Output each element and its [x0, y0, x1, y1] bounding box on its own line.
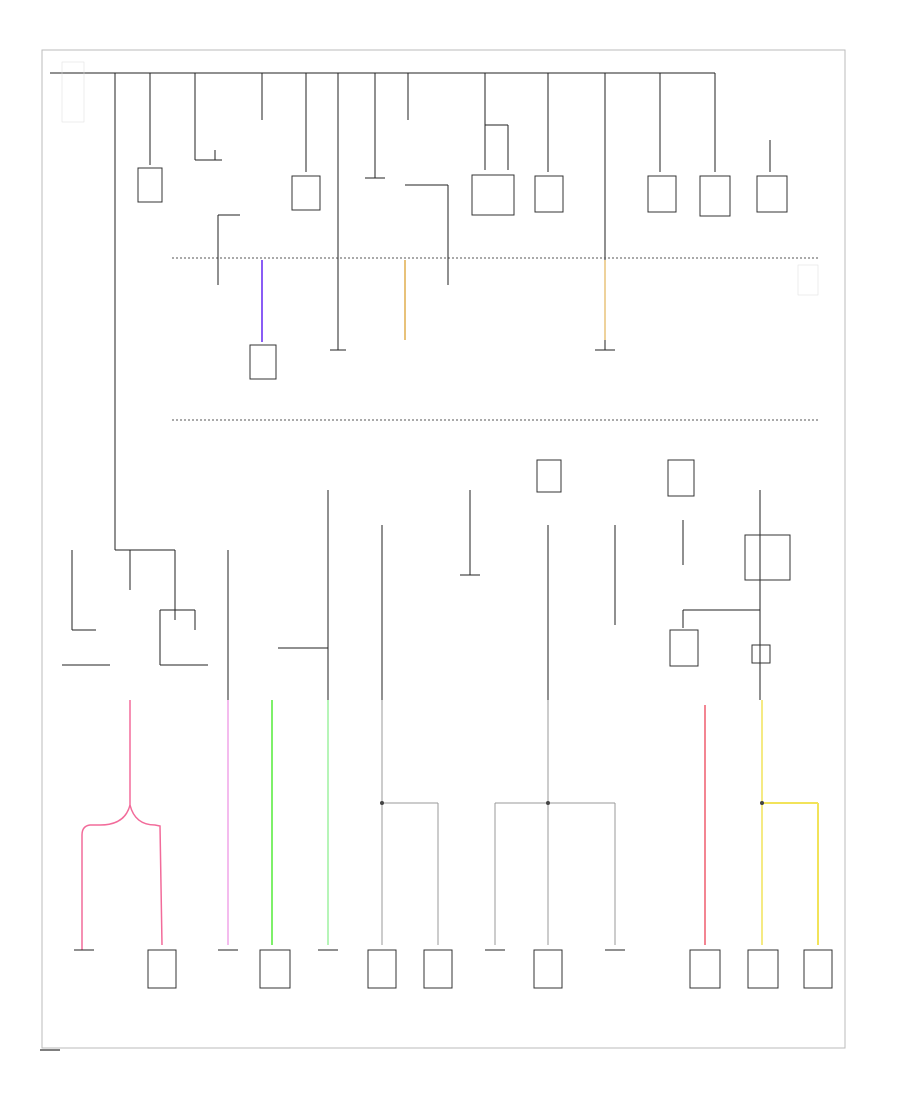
fuse-4 — [291, 73, 321, 211]
upper-section-wires — [217, 184, 615, 380]
fuse-6 — [365, 73, 385, 179]
fuse-11 — [647, 73, 677, 213]
fuse-9 — [534, 73, 564, 213]
fuse-12 — [699, 73, 731, 217]
diagram-border — [41, 49, 846, 1049]
fuse-2 — [194, 73, 222, 161]
fuse-13 — [756, 140, 788, 213]
lower-fuses — [62, 459, 791, 700]
fuse-1 — [137, 73, 163, 203]
lower-colored-wires — [81, 700, 819, 950]
upper-fuses — [137, 73, 788, 350]
illegible-labels — [61, 61, 819, 296]
fuse-8 — [471, 73, 515, 216]
top-power-bus — [50, 72, 715, 551]
bottom-components — [74, 949, 833, 989]
